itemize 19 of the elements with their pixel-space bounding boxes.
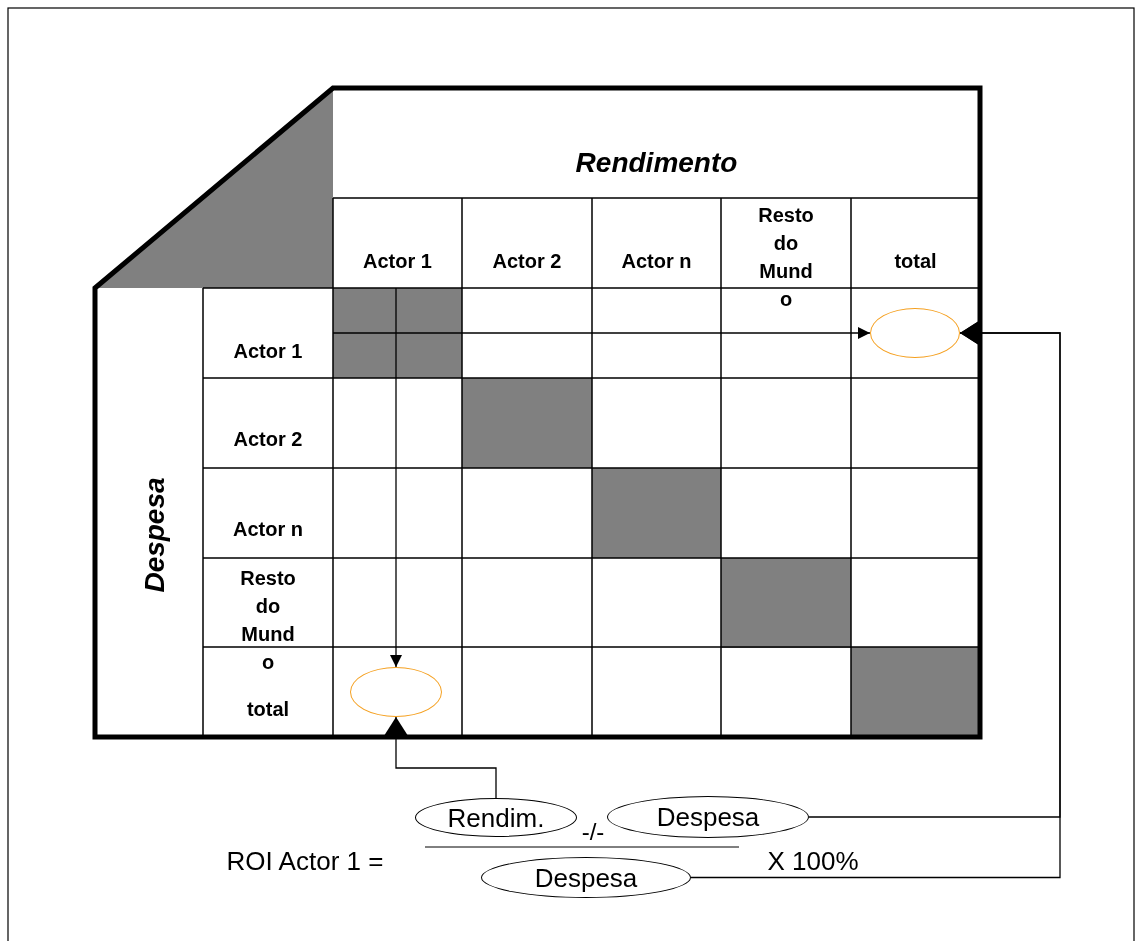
formula-text: ROI Actor 1 = <box>225 845 385 878</box>
arrow <box>382 716 497 799</box>
row-header: Actor n <box>232 517 304 542</box>
row-header: total <box>245 697 291 722</box>
row-header: Actor 2 <box>232 427 304 452</box>
formula-text: X 100% <box>766 845 860 878</box>
row-group-heading: Despesa <box>138 476 171 595</box>
arrow <box>690 319 1061 879</box>
column-header: total <box>893 249 938 274</box>
arrow <box>390 287 402 668</box>
operator-text: -/- <box>580 817 606 847</box>
column-group-heading: Rendimento <box>574 146 739 180</box>
header-text: Actor 1 <box>233 339 303 364</box>
column-header: Resto do Mund o <box>757 203 815 312</box>
column-header: Actor 2 <box>491 249 563 274</box>
arrow <box>332 327 871 339</box>
column-header: Actor n <box>620 249 693 274</box>
row-header: Resto do Mund o <box>239 566 297 675</box>
header-text: Actor 1 <box>363 249 432 274</box>
